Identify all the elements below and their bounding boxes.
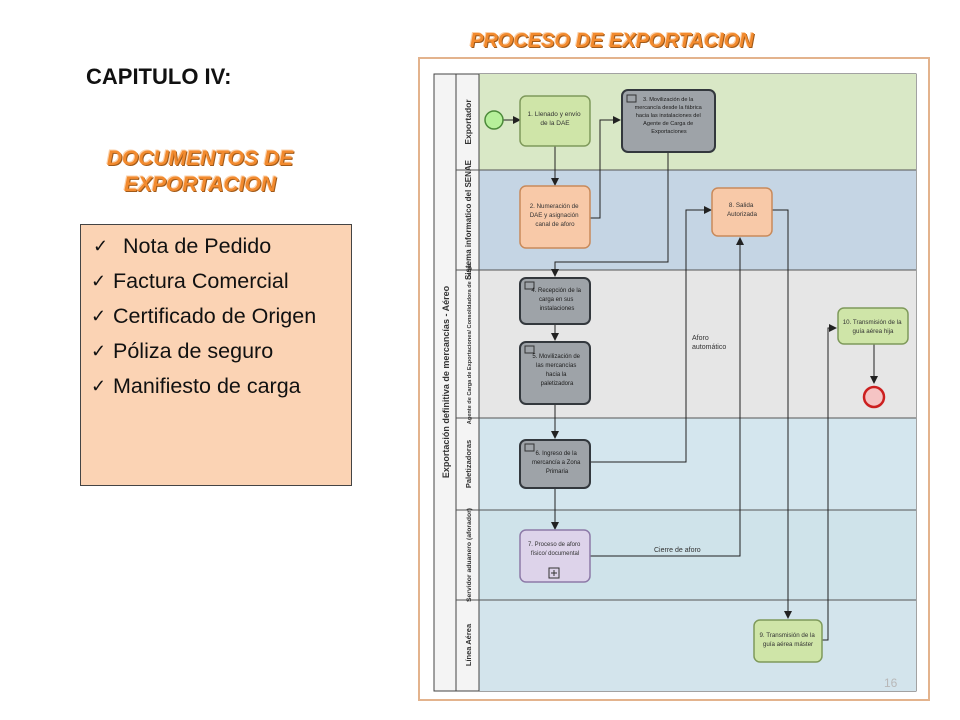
document-label: Manifiesto de carga — [113, 374, 301, 398]
task-5: 5. Movilización de las mercancías hacia … — [519, 341, 591, 405]
arrow-t3-to-t4 — [551, 152, 669, 277]
svg-text:8. Salida Autorizada: 8. Salida Autorizada — [727, 202, 758, 218]
document-label: Nota de Pedido — [123, 234, 272, 258]
flow-label-aforo-line: Aforo — [692, 335, 709, 342]
arrow-t7-to-t8 — [590, 237, 744, 557]
task-4: 4. Recepción de la carga en sus instalac… — [519, 277, 591, 325]
task-2: 2. Numeración de DAE y asignación canal … — [519, 185, 591, 249]
document-label: Factura Comercial — [113, 269, 289, 293]
lane-label-exportador: Exportador — [463, 99, 473, 145]
lane-header-column — [455, 73, 480, 692]
lane-label-agente: Agente de Carga de Exportaciones/ Consol… — [467, 263, 473, 424]
arrow-t2-to-t3 — [590, 116, 621, 219]
list-item: ✓ Manifiesto de carga — [91, 371, 341, 402]
task-type-icon — [524, 443, 535, 452]
page-number: 16 — [884, 676, 898, 690]
task-6: 6. Ingreso de la mercancía a Zona Primar… — [519, 439, 591, 489]
svg-text:1. Llenado y envío de la: 1. Llenado y envío de la DAE — [528, 111, 583, 127]
document-label: Certificado de Origen — [113, 304, 317, 328]
documents-title-line1: DOCUMENTOS DE — [106, 147, 294, 170]
svg-text:5. Movilización de las m: 5. Movilización de las mercancías hacia … — [532, 354, 581, 387]
checkmark-icon: ✓ — [93, 236, 109, 256]
documents-list: ✓ Nota de Pedido ✓ Factura Comercial ✓ C… — [80, 224, 352, 486]
svg-text:7. Proceso de aforo físi: 7. Proceso de aforo físico/ documental — [528, 542, 582, 557]
list-item: ✓ Nota de Pedido — [91, 231, 341, 262]
lane-label-linea-aerea: Línea Aérea — [464, 623, 473, 666]
chapter-heading: CAPITULO IV: — [86, 64, 232, 89]
svg-text:9. Transmisión de la guí: 9. Transmisión de la guía aérea máster — [759, 632, 816, 648]
checkmark-icon: ✓ — [91, 376, 107, 396]
svg-text:6. Ingreso de la mercanc: 6. Ingreso de la mercancía a Zona Primar… — [532, 451, 582, 475]
list-item: ✓ Certificado de Origen — [91, 301, 341, 332]
start-event — [484, 110, 504, 130]
lane-label-servidor: Servidor aduanero (aforador) — [466, 508, 473, 602]
pool-label: Exportación definitiva de mercancías - A… — [441, 285, 451, 478]
checkmark-icon: ✓ — [91, 271, 107, 291]
lane-label-senae: Sistema informatico del SENAE — [464, 159, 473, 280]
svg-text:2. Numeración de DAE y a: 2. Numeración de DAE y asignación canal … — [530, 203, 581, 228]
checkmark-icon: ✓ — [91, 306, 107, 326]
checkmark-icon: ✓ — [91, 341, 107, 361]
task-3: 3. Movilización de la mercancía desde la… — [621, 89, 716, 153]
task-10: 10. Transmisión de la guía aérea hija — [837, 307, 909, 345]
arrow-t6-to-t8 — [590, 206, 712, 463]
list-item: ✓ Póliza de seguro — [91, 336, 341, 367]
flow-label-automatico-line: automático — [692, 344, 726, 351]
arrow-t8-to-t9 — [772, 209, 792, 619]
document-label: Póliza de seguro — [113, 339, 274, 363]
connectors — [503, 116, 878, 641]
documents-title: DOCUMENTOS DE EXPORTACION — [60, 146, 340, 198]
process-title: PROCESO DE EXPORTACION — [470, 30, 754, 52]
task-7: 7. Proceso de aforo físico/ documental — [519, 529, 591, 583]
task-type-icon — [524, 281, 535, 290]
flow-label-cierre-aforo: Cierre de aforo — [654, 547, 701, 554]
task-type-icon — [524, 345, 535, 354]
task-8: 8. Salida Autorizada — [711, 187, 773, 237]
svg-text:4. Recepción de la carga: 4. Recepción de la carga en sus instalac… — [531, 288, 582, 312]
task-type-icon — [626, 94, 637, 103]
task-9: 9. Transmisión de la guía aérea máster — [753, 619, 823, 663]
end-event — [862, 385, 886, 409]
list-item: ✓ Factura Comercial — [91, 266, 341, 297]
documents-title-line2: EXPORTACION — [123, 173, 277, 196]
lane-label-paletizadoras: Paletizadoras — [464, 440, 473, 488]
lane-linea-aerea — [479, 600, 916, 691]
arrow-t9-to-t10 — [822, 324, 837, 641]
svg-text:10. Transmisión de la gu: 10. Transmisión de la guía aérea hija — [843, 319, 904, 335]
expand-subprocess-icon — [548, 567, 560, 579]
svg-text:3. Movilización de la me: 3. Movilización de la mercancía desde la… — [635, 97, 704, 135]
task-1: 1. Llenado y envío de la DAE — [519, 95, 591, 147]
flow-label-aforo-automatico: Aforo automático — [692, 335, 726, 351]
